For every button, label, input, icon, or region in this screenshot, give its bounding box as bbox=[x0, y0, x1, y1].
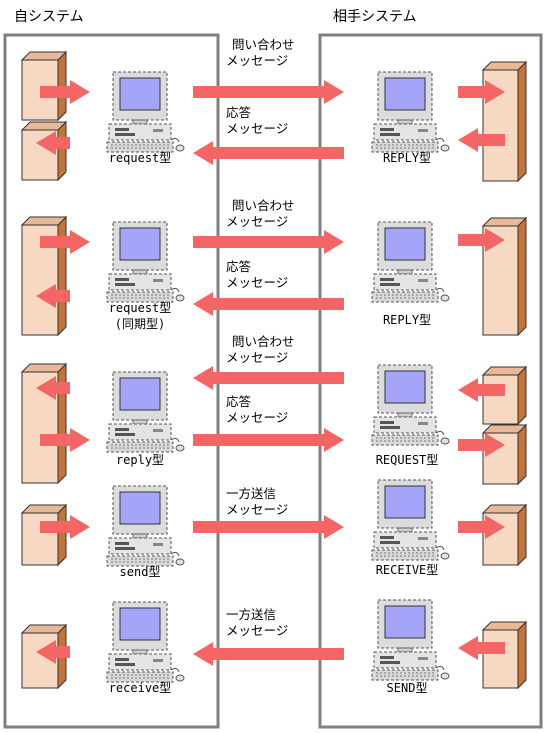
app-box bbox=[481, 503, 528, 567]
message-arrow bbox=[458, 228, 505, 252]
message-arrow bbox=[458, 515, 505, 539]
message-arrow bbox=[193, 141, 344, 165]
partner-system-title: 相手システム bbox=[333, 9, 417, 25]
right-label-request: REQUEST型 bbox=[376, 453, 439, 467]
app-box bbox=[481, 423, 528, 486]
message-arrow bbox=[458, 378, 505, 402]
message-arrow bbox=[40, 230, 90, 254]
message-arrow bbox=[193, 515, 344, 539]
app-box bbox=[481, 216, 528, 337]
left-label-request: request型 bbox=[109, 151, 172, 165]
computer-icon bbox=[371, 71, 450, 153]
app-box bbox=[20, 503, 68, 567]
msg-label: メッセージ bbox=[226, 623, 288, 638]
msg-label: メッセージ bbox=[226, 214, 288, 229]
self-system-title: 自システム bbox=[14, 9, 84, 25]
computer-icon bbox=[371, 221, 450, 303]
msg-label: メッセージ bbox=[226, 275, 288, 290]
app-box bbox=[20, 120, 68, 182]
computer-icon bbox=[106, 601, 185, 683]
app-box bbox=[20, 362, 68, 485]
message-arrow bbox=[193, 292, 344, 316]
app-box bbox=[20, 50, 68, 122]
arrows bbox=[36, 80, 505, 666]
left-label-request-sync: request型 bbox=[109, 301, 172, 315]
app-box bbox=[20, 215, 68, 337]
message-arrow bbox=[193, 642, 344, 666]
message-arrow bbox=[458, 433, 505, 457]
message-arrow bbox=[193, 428, 344, 452]
left-label-receive: receive型 bbox=[109, 681, 172, 695]
message-arrow bbox=[193, 230, 344, 254]
left-label-reply: reply型 bbox=[116, 453, 164, 467]
computer-icon bbox=[106, 485, 185, 567]
msg-label: メッセージ bbox=[226, 410, 288, 425]
message-arrow bbox=[40, 428, 90, 452]
msg-label: 問い合わせ bbox=[232, 37, 295, 52]
message-arrow bbox=[193, 80, 344, 104]
left-label-send: send型 bbox=[120, 565, 161, 579]
msg-label: メッセージ bbox=[226, 53, 288, 68]
msg-label: 応答 bbox=[226, 259, 252, 274]
msg-label: メッセージ bbox=[226, 121, 288, 136]
message-arrow bbox=[36, 376, 70, 400]
msg-label: 応答 bbox=[226, 105, 252, 120]
message-arrow bbox=[36, 284, 70, 308]
computer-icon bbox=[371, 364, 450, 446]
app-box bbox=[481, 60, 528, 183]
msg-label: 一方送信 bbox=[226, 486, 276, 501]
message-arrow bbox=[40, 80, 90, 104]
message-arrow bbox=[193, 366, 344, 390]
right-label-receive: RECEIVE型 bbox=[376, 563, 439, 577]
message-arrow bbox=[458, 80, 505, 104]
message-arrow bbox=[36, 131, 70, 155]
right-label-reply: REPLY型 bbox=[383, 151, 431, 165]
msg-label: 問い合わせ bbox=[232, 198, 295, 213]
msg-label: 問い合わせ bbox=[232, 334, 295, 349]
msg-label: 一方送信 bbox=[226, 607, 276, 622]
msg-label: 応答 bbox=[226, 394, 252, 409]
computer-icon bbox=[106, 371, 185, 453]
message-arrow bbox=[458, 636, 505, 660]
message-arrow bbox=[458, 128, 505, 152]
msg-label: メッセージ bbox=[226, 502, 288, 517]
computer-icon bbox=[371, 599, 450, 681]
message-arrow bbox=[40, 515, 90, 539]
app-box bbox=[481, 365, 528, 426]
left-sublabel-sync: (同期型) bbox=[115, 317, 165, 331]
computer-icon bbox=[106, 71, 185, 153]
message-arrow bbox=[36, 640, 70, 664]
app-box bbox=[481, 620, 528, 690]
right-label-reply-2: REPLY型 bbox=[383, 313, 431, 327]
msg-label: メッセージ bbox=[226, 350, 288, 365]
computer-icon bbox=[371, 479, 450, 561]
right-label-send: SEND型 bbox=[387, 681, 428, 695]
right-boxes bbox=[481, 60, 528, 690]
computer-icon bbox=[106, 221, 185, 303]
